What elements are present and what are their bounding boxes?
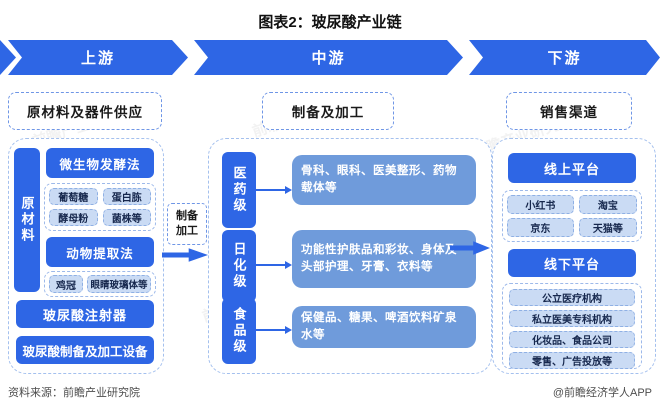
chip-taobao: 淘宝 [578, 195, 637, 214]
midstream-header-box: 制备及加工 [262, 92, 394, 130]
upstream-to-midstream-arrow-icon [162, 248, 208, 262]
chip-glucose: 葡萄糖 [49, 188, 98, 205]
chip-cockscomb: 鸡冠 [49, 275, 83, 293]
grade-food-box: 食品级 [222, 298, 256, 364]
chip-tmall: 天猫等 [578, 218, 637, 237]
pharma-applications-box: 骨科、眼科、医美整形、药物载体等 [292, 155, 476, 205]
downstream-header-box: 销售渠道 [506, 92, 632, 130]
chip-strains: 菌株等 [102, 209, 151, 226]
chip-cosmetics-food-company: 化妆品、食品公司 [509, 331, 635, 348]
arrow-connector [256, 326, 292, 334]
arrow-connector [256, 186, 292, 194]
food-applications-box: 保健品、糖果、啤酒饮料矿泉水等 [292, 306, 476, 348]
online-platform-box: 线上平台 [508, 153, 636, 183]
ribbon-upstream-label: 上游 [80, 50, 115, 67]
ribbon-midstream: 中游 [194, 40, 463, 75]
ribbon-upstream: 上游 [8, 40, 188, 75]
midstream-header-label: 制备及加工 [291, 105, 365, 120]
upstream-header-label: 原材料及器件供应 [27, 105, 143, 120]
chip-private-medical: 私立医美专科机构 [509, 310, 635, 327]
equipment-box: 玻尿酸制备及加工设备 [16, 336, 154, 364]
upstream-header-box: 原材料及器件供应 [8, 92, 162, 130]
ribbon-downstream-label: 下游 [547, 50, 582, 67]
cosmetic-applications-box: 功能性护肤品和彩妆、身体及头部护理、牙膏、衣料等 [292, 230, 476, 288]
downstream-header-label: 销售渠道 [540, 105, 598, 120]
chip-xiaohongshu: 小红书 [507, 195, 574, 214]
process-label-box: 制备加工 [167, 203, 207, 245]
process-label-text: 制备加工 [176, 210, 198, 237]
chip-retail-ads: 零售、广告投放等 [509, 352, 635, 369]
brand-note: @前瞻经济学人APP [552, 387, 652, 399]
grade-cosmetic-box: 日化级 [222, 230, 256, 302]
chip-jd: 京东 [507, 218, 574, 237]
online-chips-container: 小红书 淘宝 京东 天猫等 [502, 190, 642, 242]
chip-vitreous: 眼睛玻璃体等 [87, 275, 151, 293]
chip-peptone: 蛋白胨 [102, 188, 151, 205]
ribbon-downstream: 下游 [469, 40, 660, 75]
offline-chips-container: 公立医疗机构 私立医美专科机构 化妆品、食品公司 零售、广告投放等 [502, 283, 642, 369]
raw-material-label: 原材料 [14, 148, 40, 292]
ribbon-midstream-label: 中游 [311, 50, 346, 67]
chip-yeast-powder: 酵母粉 [49, 209, 98, 226]
injector-box: 玻尿酸注射器 [16, 300, 154, 328]
grade-pharma-box: 医药级 [222, 152, 256, 228]
source-note: 资料来源：前瞻产业研究院 [8, 387, 140, 399]
chip-public-medical: 公立医疗机构 [509, 289, 635, 306]
offline-platform-box: 线下平台 [508, 249, 636, 277]
fermentation-method-box: 微生物发酵法 [46, 148, 154, 178]
fermentation-chips-container: 葡萄糖 蛋白胨 酵母粉 菌株等 [44, 183, 156, 231]
animal-extraction-box: 动物提取法 [46, 237, 154, 267]
chart-title: 图表2：玻尿酸产业链 [258, 14, 402, 31]
animal-chips-container: 鸡冠 眼睛玻璃体等 [44, 271, 156, 297]
arrow-connector [256, 261, 292, 269]
